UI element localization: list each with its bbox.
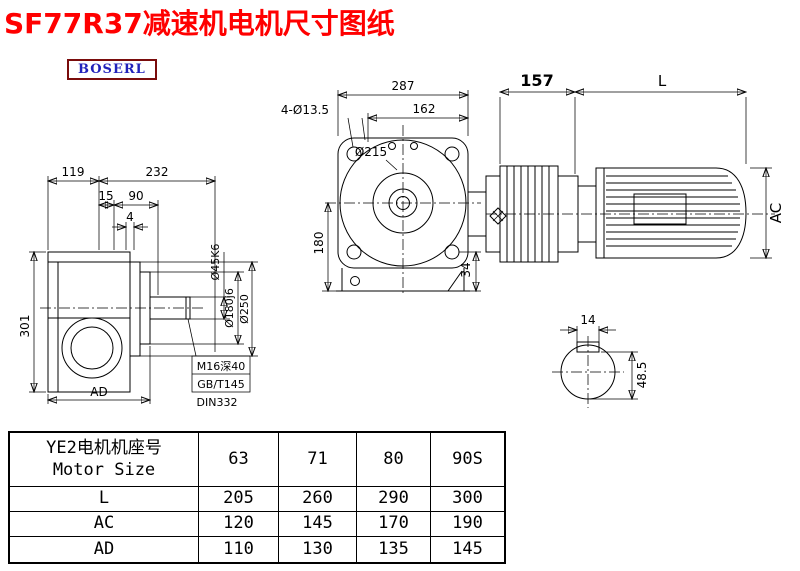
table-header-en: Motor Size	[52, 459, 156, 480]
dim-L: L	[658, 72, 667, 90]
row-AC-value: 170	[357, 512, 431, 537]
dim-flange-dia: Ø180j6	[223, 288, 236, 328]
dim-180: 180	[312, 232, 326, 255]
motor-dimensions: 157 L AC	[500, 71, 785, 258]
motor-fins	[606, 175, 740, 247]
motor-size-63: 63	[199, 433, 279, 487]
row-AD-value: 145	[452, 538, 483, 559]
dim-15: 15	[98, 189, 113, 203]
shaft-section: 14 48.5	[552, 313, 649, 408]
row-L-value: 260	[279, 487, 357, 512]
dim-119: 119	[62, 165, 85, 179]
table-header-label: YE2电机机座号 Motor Size	[10, 433, 199, 487]
dim-90: 90	[128, 189, 143, 203]
row-AD-label: AD	[10, 537, 199, 562]
dim-34: 34	[459, 262, 473, 277]
dim-bore: Ø215	[355, 145, 387, 159]
row-AD-value: 110	[199, 537, 279, 562]
front-view	[325, 125, 481, 296]
dim-flange-outer-dia: Ø250	[238, 294, 251, 324]
row-AC-value: 145	[279, 512, 357, 537]
table-header-cn: YE2电机机座号	[46, 438, 162, 459]
front-view-dimensions: 287 162 4-Ø13.5 Ø215 180 34	[281, 79, 481, 291]
row-L-value: 205	[199, 487, 279, 512]
row-AC-label: AC	[10, 512, 199, 537]
note-tap: M16深40	[197, 360, 246, 373]
dim-14: 14	[580, 313, 595, 327]
row-L-label: L	[10, 487, 199, 512]
note-std1: GB/T145	[197, 378, 245, 391]
brand-logo: BOSERL	[67, 59, 157, 80]
row-AC-value: 190	[431, 512, 504, 537]
dim-301: 301	[18, 315, 32, 338]
side-view	[40, 251, 206, 393]
row-L-value: 300	[431, 487, 504, 512]
motor-size-80: 80	[357, 433, 431, 487]
motor-nameplate	[633, 193, 687, 225]
dim-4: 4	[126, 210, 134, 224]
motor-size-table: YE2电机机座号 Motor Size 63 71 80 90S L 205 2…	[8, 431, 506, 564]
row-L-value: 290	[357, 487, 431, 512]
dim-162: 162	[413, 102, 436, 116]
row-AD-value: 135	[357, 537, 431, 562]
row-AC-value: 120	[199, 512, 279, 537]
dim-AC: AC	[767, 203, 785, 223]
row-AD-value: 130	[279, 537, 357, 562]
motor-size-90s: 90S	[431, 433, 504, 487]
dim-holes: 4-Ø13.5	[281, 103, 329, 117]
motor-view	[467, 165, 775, 263]
motor-size-71: 71	[279, 433, 357, 487]
page-title: SF77R37减速机电机尺寸图纸	[4, 7, 395, 40]
dim-48-5: 48.5	[635, 362, 649, 389]
note-std2: DIN332	[197, 396, 238, 409]
dim-232: 232	[146, 165, 169, 179]
side-view-dimensions: 119 232 15 90 4 301 AD	[18, 165, 258, 409]
dim-287: 287	[392, 79, 415, 93]
dim-157: 157	[520, 71, 553, 90]
dim-AD: AD	[90, 385, 107, 399]
